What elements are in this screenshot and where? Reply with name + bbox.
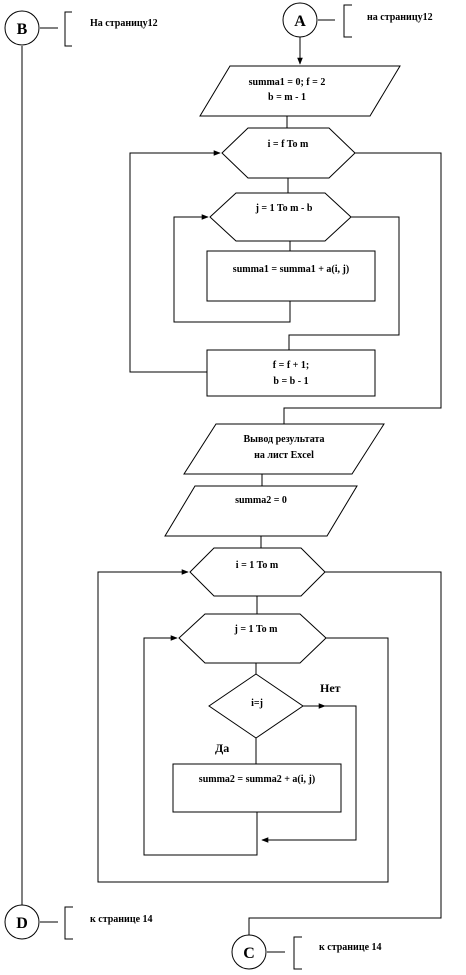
assign1-block: [206, 250, 376, 302]
connector-d: D: [4, 904, 40, 940]
connector-c: C: [231, 934, 267, 970]
condition-yes-label: Да: [215, 741, 229, 755]
loop-j2-exit-loopback: [97, 569, 389, 883]
condition-no-label: Нет: [320, 681, 341, 695]
init2-label: summa2 = 0: [235, 495, 287, 506]
loop-j1-exit-line: [288, 216, 400, 350]
connector-b-annotation-bracket: [40, 11, 72, 47]
output-line2: на лист Excel: [254, 450, 314, 461]
condition-no-line: [261, 705, 357, 843]
connector-b-note: На страницу12: [90, 18, 158, 29]
output-block: [183, 423, 385, 475]
connector-b-letter: B: [17, 21, 28, 38]
loop-j2-block: [178, 613, 327, 664]
loop-i2-block: [189, 547, 326, 597]
connector-a-letter: A: [294, 13, 306, 30]
update-block: [206, 349, 376, 397]
loop-j1-label: j = 1 To m - b: [255, 203, 313, 214]
init1-line2: b = m - 1: [268, 92, 306, 103]
assign1-loopback: [173, 214, 291, 323]
assign2-loopback: [143, 635, 258, 856]
connector-c-note: к странице 14: [319, 942, 382, 953]
loop-i1-label: i = f To m: [268, 139, 309, 150]
update-loopback: [129, 150, 221, 373]
loop-i1-block: [221, 127, 356, 179]
loop-i2-exit-line: [248, 571, 442, 935]
connector-a: A: [282, 2, 318, 38]
loop-i2-label: i = 1 To m: [236, 560, 279, 571]
assign2-label: summa2 = summa2 + a(i, j): [199, 774, 315, 785]
output-line1: Вывод результата: [244, 434, 325, 445]
connector-b: B: [4, 10, 40, 46]
init2-block: [164, 485, 358, 537]
connector-a-annotation-bracket: [318, 4, 352, 38]
connector-d-annotation-bracket: [40, 906, 73, 940]
connector-d-letter: D: [16, 915, 28, 932]
loop-j1-block: [209, 192, 352, 242]
condition-label: i=j: [251, 698, 263, 709]
assign2-block: [172, 763, 342, 813]
connector-c-letter: C: [243, 945, 255, 962]
assign1-label: summa1 = summa1 + a(i, j): [233, 264, 349, 275]
update-line2: b = b - 1: [273, 376, 308, 387]
update-line1: f = f + 1;: [273, 360, 309, 371]
connector-a-note: на страницу12: [367, 12, 433, 23]
init1-block: [199, 65, 401, 117]
connector-d-note: к странице 14: [90, 914, 153, 925]
loop-j2-label: j = 1 To m: [234, 624, 279, 635]
init1-line1: summa1 = 0; f = 2: [249, 77, 326, 88]
connector-c-annotation-bracket: [267, 936, 302, 970]
loop-i1-exit-line: [283, 152, 442, 424]
